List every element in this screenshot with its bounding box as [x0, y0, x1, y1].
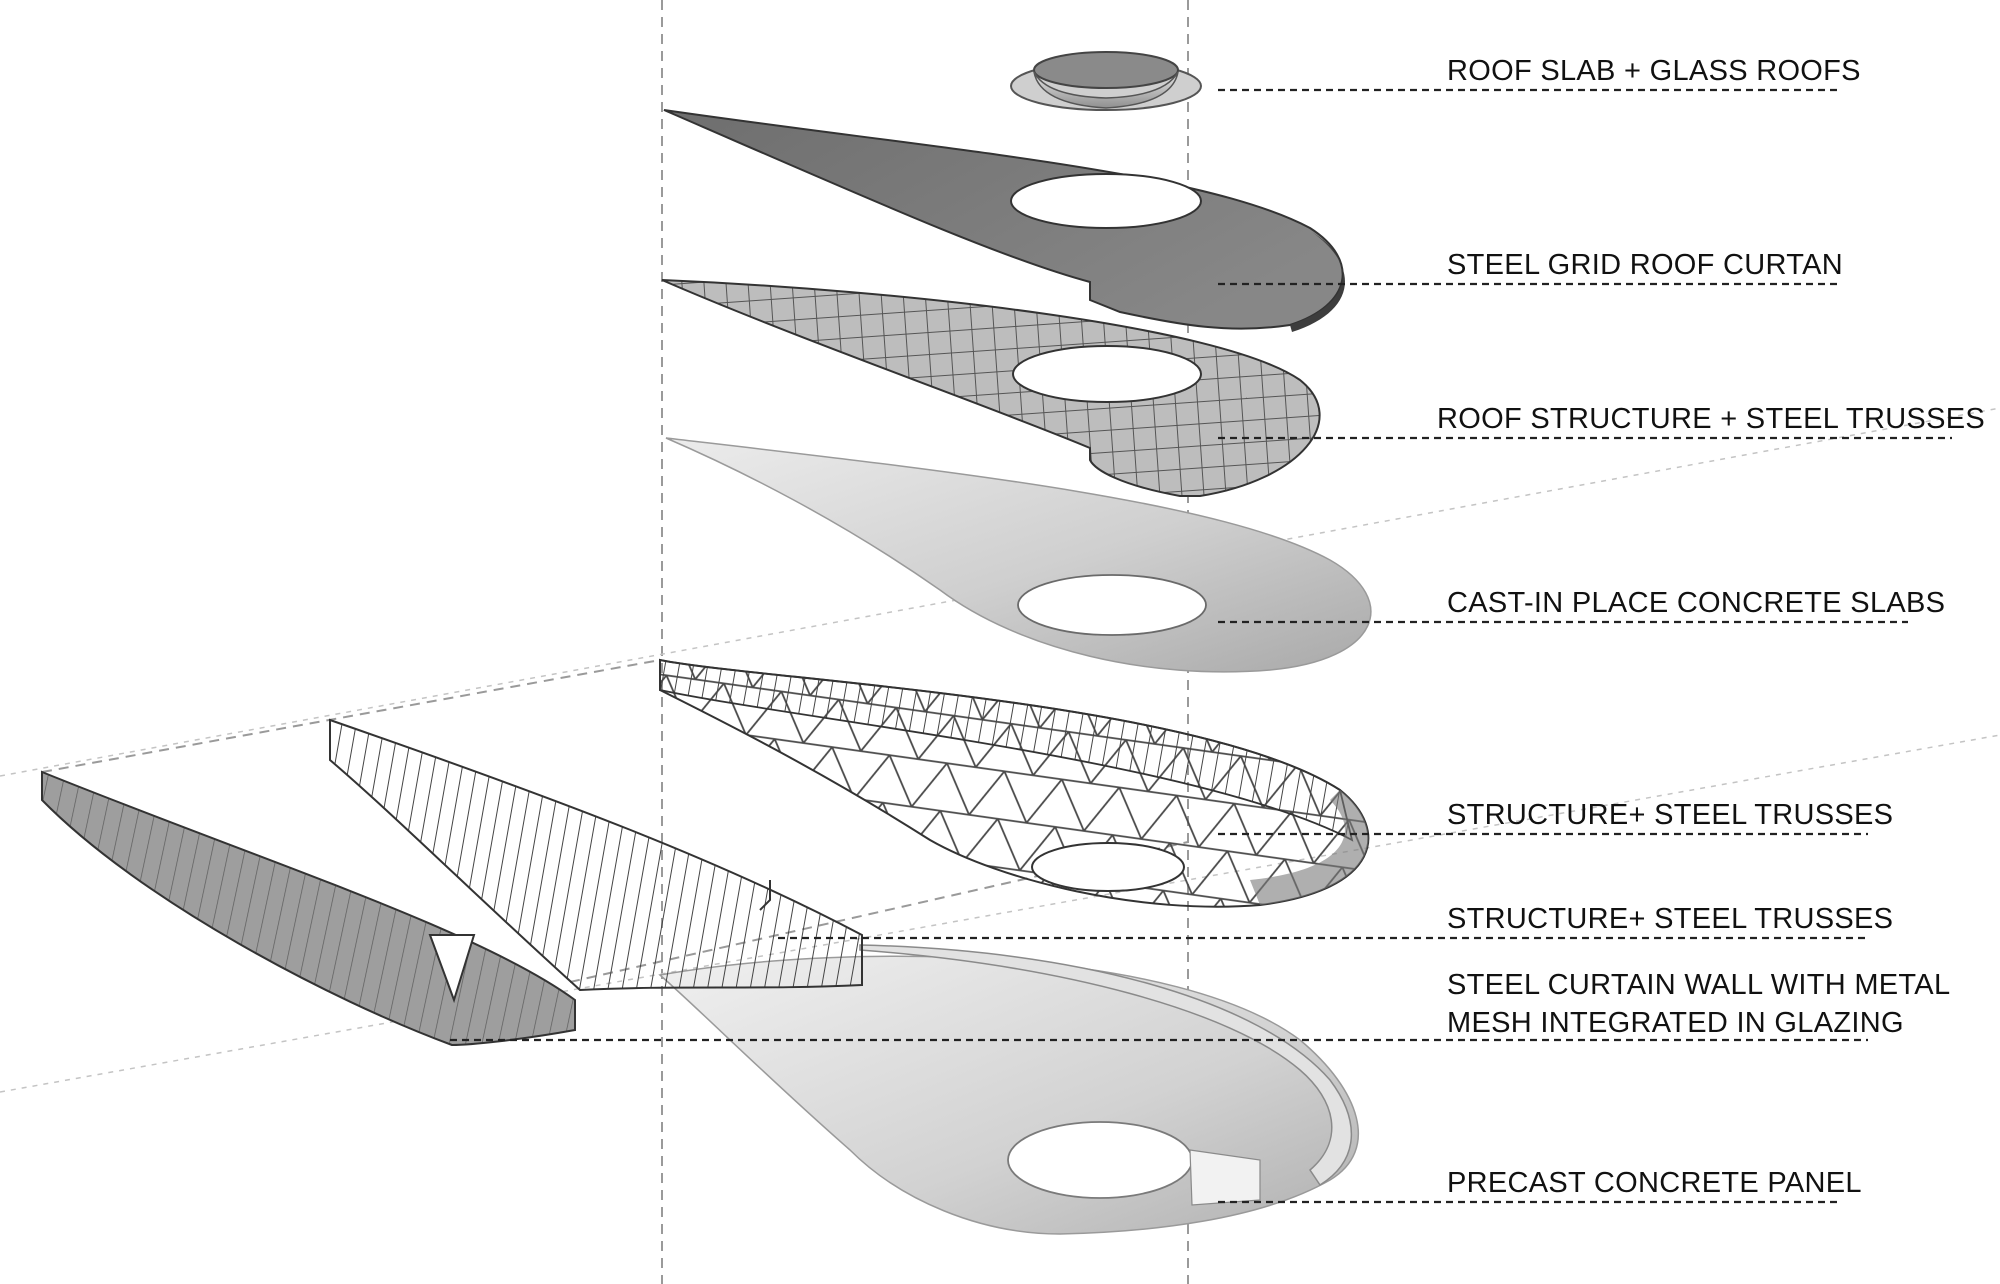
- roof-grid-structure-shape: [661, 279, 1321, 497]
- label-precast-concrete-panel: PRECAST CONCRETE PANEL: [1447, 1167, 1862, 1199]
- roof-cap-shape: [1010, 51, 1202, 111]
- layer-labels: ROOF SLAB + GLASS ROOFS STEEL GRID ROOF …: [1437, 55, 1985, 1199]
- label-structure-steel-trusses-1: STRUCTURE+ STEEL TRUSSES: [1447, 799, 1893, 831]
- leader-lines: [450, 88, 1952, 1204]
- curtain-wall-panel-frame: [329, 718, 863, 992]
- curtain-wall-panel-solid: [41, 770, 576, 1047]
- label-steel-curtain-wall-line1: STEEL CURTAIN WALL WITH METAL: [1447, 969, 1950, 1001]
- truss-structure-shape: [659, 658, 1370, 908]
- precast-base-shape: [658, 944, 1360, 1235]
- label-roof-structure-steel-trusses: ROOF STRUCTURE + STEEL TRUSSES: [1437, 403, 1985, 435]
- label-steel-curtain-wall-line2: MESH INTEGRATED IN GLAZING: [1447, 1007, 1904, 1039]
- label-steel-grid-roof-curtan: STEEL GRID ROOF CURTAN: [1447, 249, 1843, 281]
- concrete-slab-shape: [665, 437, 1372, 673]
- label-cast-in-place-concrete-slabs: CAST-IN PLACE CONCRETE SLABS: [1447, 587, 1945, 619]
- label-structure-steel-trusses-2: STRUCTURE+ STEEL TRUSSES: [1447, 903, 1893, 935]
- label-roof-slab-glass-roofs: ROOF SLAB + GLASS ROOFS: [1447, 55, 1861, 87]
- dark-roof-slab-shape: [663, 109, 1345, 332]
